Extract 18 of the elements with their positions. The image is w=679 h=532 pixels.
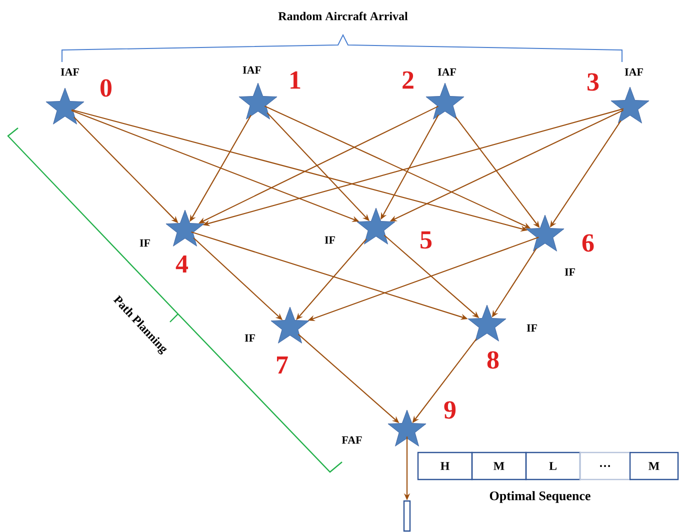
waypoint-label: IF [140, 239, 150, 247]
waypoint-label: IF [244, 334, 255, 342]
brace-label: Random Aircraft Arrival [278, 12, 408, 20]
waypoint-label: IAF [242, 66, 261, 74]
sequence-cell: … [579, 452, 631, 480]
sequence-cell: M [471, 452, 527, 480]
waypoint-label: IF [324, 236, 335, 244]
waypoint-label: IF [564, 268, 575, 276]
sequence-label: Optimal Sequence [490, 491, 590, 503]
runway-bar [403, 500, 411, 532]
sequence-cell: L [525, 452, 581, 480]
waypoint-label: IAF [438, 68, 456, 76]
waypoint-label: IAF [624, 68, 643, 76]
sequence-cell: H [417, 452, 473, 480]
sequence-cell: M [629, 452, 679, 480]
waypoint-label: IAF [60, 68, 79, 76]
waypoint-label: FAF [342, 436, 362, 444]
waypoint-label: IF [526, 324, 537, 332]
